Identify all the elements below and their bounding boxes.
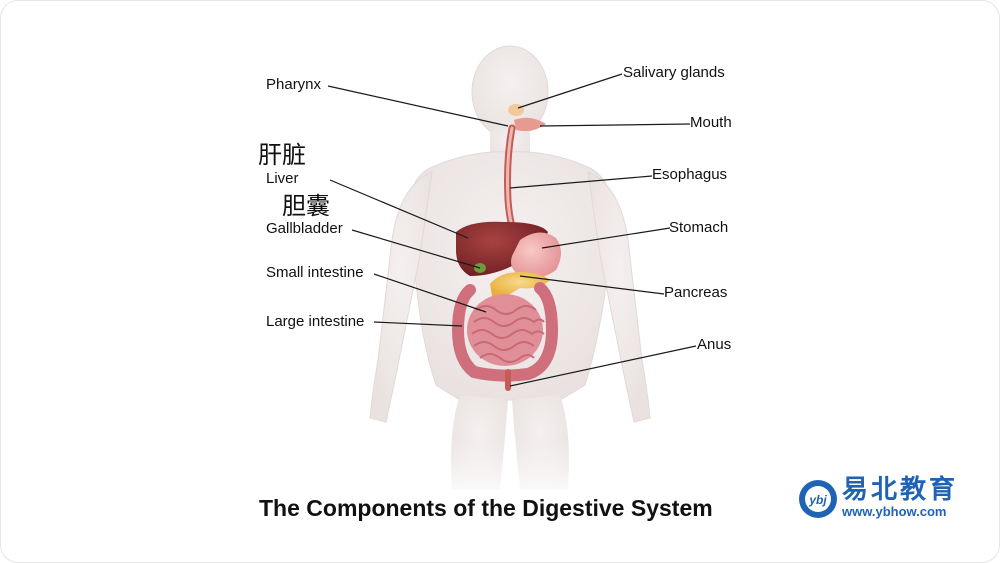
label-liver-chinese: 肝脏 (258, 141, 306, 169)
label-small-intestine: Small intestine (266, 264, 364, 281)
label-pharynx: Pharynx (266, 76, 322, 93)
mouth-organ (514, 117, 546, 132)
salivary-gland-organ (508, 104, 524, 116)
diagram-title: The Components of the Digestive System (259, 495, 713, 521)
large-intestine-organ (451, 282, 559, 382)
label-liver: Liver (266, 170, 299, 187)
label-anus: Anus (697, 336, 732, 353)
liver-organ (456, 221, 548, 276)
stomach-organ (511, 232, 561, 278)
leader-gallbladder (351, 229, 481, 269)
label-pancreas: Pancreas (664, 284, 728, 301)
leader-mouth (539, 123, 691, 127)
label-stomach: Stomach (669, 219, 729, 236)
leader-small-intestine (373, 273, 487, 313)
brand-logo-letters: ybj (808, 493, 827, 507)
leader-esophagus (509, 175, 653, 189)
label-esophagus: Esophagus (652, 166, 728, 183)
leader-pharynx (327, 85, 509, 127)
label-mouth: Mouth (690, 114, 732, 131)
leader-anus (509, 345, 697, 387)
leader-liver (329, 179, 469, 239)
brand-url: www.ybhow.com (842, 504, 947, 519)
label-gallbladder: Gallbladder (266, 220, 343, 237)
leader-salivary-glands (517, 73, 623, 109)
brand-logo-icon: ybj (799, 480, 837, 518)
label-large-intestine: Large intestine (266, 313, 365, 330)
label-salivary-glands: Salivary glands (623, 64, 725, 81)
leader-pancreas (519, 275, 665, 295)
leader-stomach (541, 227, 671, 249)
brand-name: 易北教育 (842, 475, 959, 505)
brand-watermark: ybj 易北教育 www.ybhow.com (798, 476, 988, 522)
label-gallbladder-chinese: 胆囊 (282, 192, 330, 220)
leader-large-intestine (373, 321, 463, 327)
leader-lines (327, 73, 697, 387)
